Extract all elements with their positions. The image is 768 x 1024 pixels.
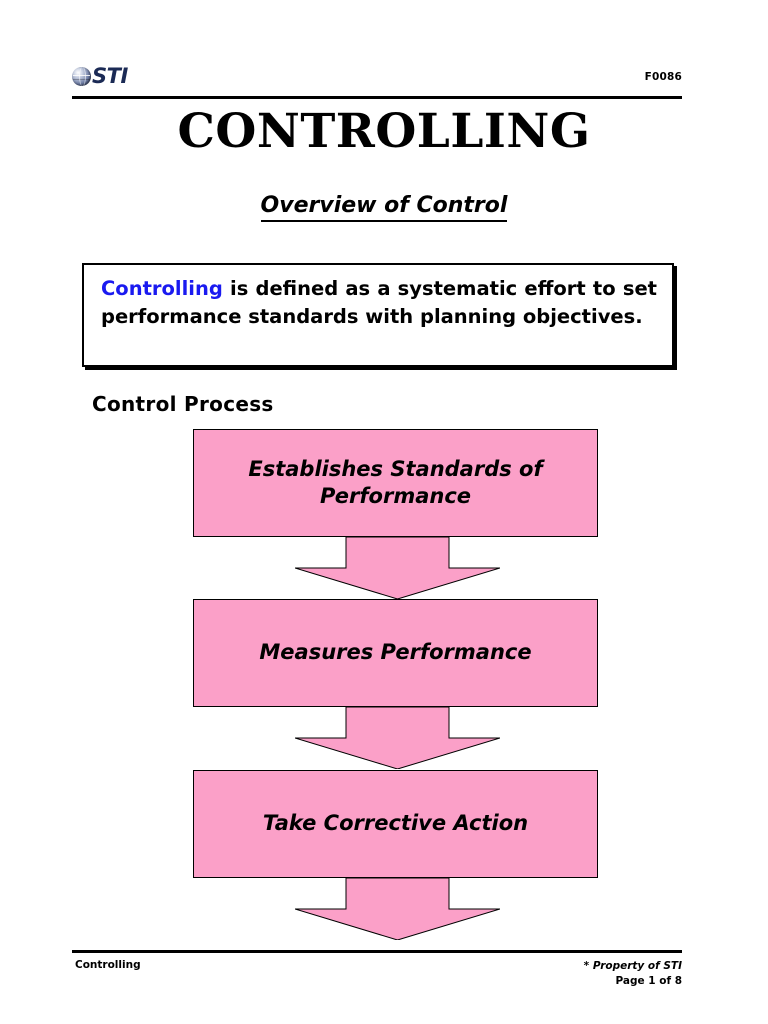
flow-step-1: Establishes Standards of Performance	[193, 429, 598, 537]
logo-text: STI	[92, 63, 128, 88]
page-header: STI F0086	[72, 62, 682, 98]
sti-logo: STI	[72, 64, 134, 88]
definition-box: Controlling is defined as a systematic e…	[82, 263, 674, 367]
flow-arrow-1	[295, 537, 500, 599]
footer-topic: Controlling	[75, 959, 141, 971]
page-subtitle: Overview of Control	[0, 193, 768, 222]
header-divider	[72, 96, 682, 99]
control-process-flowchart: Establishes Standards of Performance Mea…	[193, 429, 598, 940]
document-code: F0086	[644, 71, 682, 83]
footer-divider	[72, 950, 682, 953]
flow-step-1-label: Establishes Standards of Performance	[248, 456, 543, 508]
footer-page-number: Page 1 of 8	[615, 975, 683, 988]
flow-step-3: Take Corrective Action	[193, 770, 598, 878]
flow-arrow-3	[295, 878, 500, 940]
page-title: CONTROLLING	[177, 104, 591, 159]
footer-meta: * Property of STI Page 1 of 8	[584, 959, 682, 989]
definition-text: Controlling is defined as a systematic e…	[101, 275, 657, 330]
footer-property: * Property of STI	[583, 960, 682, 972]
globe-icon	[72, 66, 91, 86]
flow-arrow-2	[295, 707, 500, 769]
flow-step-2: Measures Performance	[193, 599, 598, 707]
definition-keyword: Controlling	[101, 277, 223, 300]
flow-step-3-label: Take Corrective Action	[262, 811, 529, 836]
flow-step-2-label: Measures Performance	[259, 640, 532, 665]
section-heading: Control Process	[92, 392, 274, 416]
definition-body: is defined as a systematic effort to set…	[101, 277, 657, 328]
page-subtitle-text: Overview of Control	[260, 193, 508, 222]
